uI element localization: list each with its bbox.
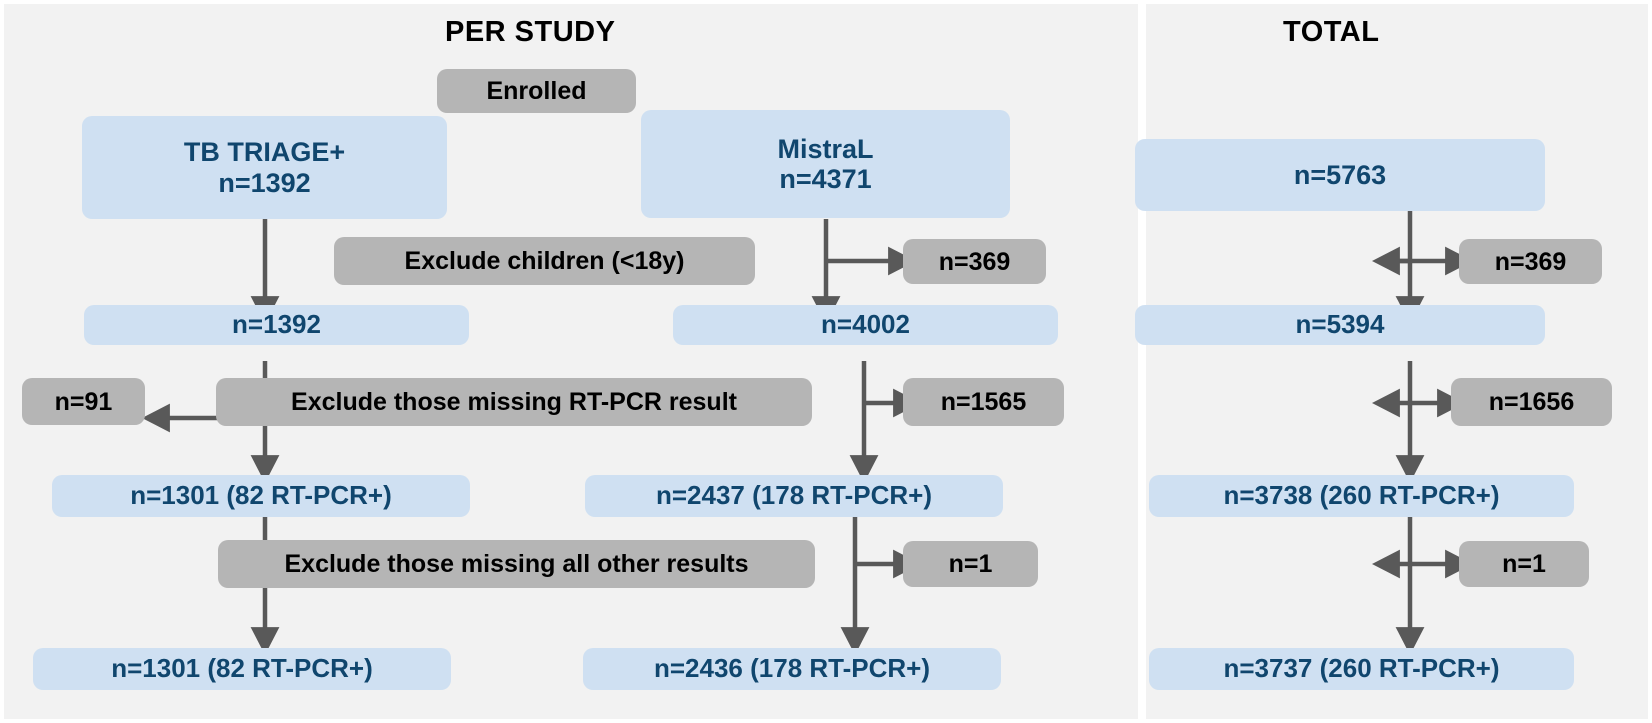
excluded-mistral-rtpcr-n: n=1565 — [903, 378, 1064, 426]
step-exclude-missing-other: Exclude those missing all other results — [218, 540, 815, 588]
excluded-total-rtpcr-n: n=1656 — [1451, 378, 1612, 426]
node-tbtriage-name: TB TRIAGE+ — [183, 137, 346, 168]
excluded-tbtriage-rtpcr-n: n=91 — [22, 378, 145, 425]
node-tbtriage-enrolled-n: n=1392 — [218, 167, 311, 198]
node-tbtriage-after-age: n=1392 — [84, 305, 469, 345]
panel-total — [1146, 4, 1648, 719]
node-mistral-after-rtpcr: n=2437 (178 RT-PCR+) — [585, 475, 1003, 517]
node-tbtriage-final: n=1301 (82 RT-PCR+) — [33, 648, 451, 690]
excluded-total-children-n: n=369 — [1459, 239, 1602, 284]
node-mistral-enrolled: MistraL n=4371 — [641, 110, 1010, 218]
node-total-final: n=3737 (260 RT-PCR+) — [1149, 648, 1574, 690]
total-title: TOTAL — [1283, 16, 1380, 48]
node-mistral-name: MistraL — [777, 133, 874, 164]
per-study-title: PER STUDY — [445, 16, 616, 48]
node-mistral-final: n=2436 (178 RT-PCR+) — [583, 648, 1001, 690]
node-mistral-enrolled-n: n=4371 — [779, 164, 872, 194]
excluded-mistral-other-n: n=1 — [903, 541, 1038, 587]
node-mistral-after-age: n=4002 — [673, 305, 1058, 345]
step-exclude-missing-rtpcr: Exclude those missing RT-PCR result — [216, 378, 812, 426]
node-total-after-rtpcr: n=3738 (260 RT-PCR+) — [1149, 475, 1574, 517]
node-total-after-age: n=5394 — [1135, 305, 1545, 345]
excluded-total-other-n: n=1 — [1459, 541, 1589, 587]
step-exclude-children: Exclude children (<18y) — [334, 237, 755, 285]
node-tbtriage-after-rtpcr: n=1301 (82 RT-PCR+) — [52, 475, 470, 517]
stage-label-enrolled: Enrolled — [437, 69, 636, 113]
node-tbtriage-enrolled: TB TRIAGE+ n=1392 — [82, 116, 447, 219]
excluded-mistral-children-n: n=369 — [903, 239, 1046, 284]
node-total-enrolled: n=5763 — [1135, 139, 1545, 211]
